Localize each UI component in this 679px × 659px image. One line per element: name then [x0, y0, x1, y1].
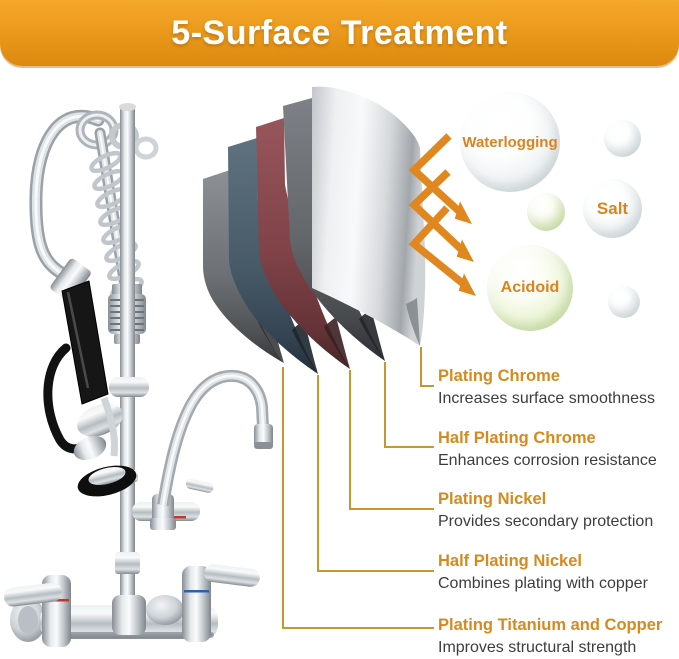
layer-plating-chrome	[312, 86, 426, 347]
page-title: 5-Surface Treatment	[171, 13, 508, 52]
layer-nickel-half-tip	[292, 320, 318, 374]
riser-pipe	[109, 103, 149, 611]
header-banner: 5-Surface Treatment	[0, 0, 679, 66]
arrow-1	[408, 133, 465, 217]
layer-chrome-half-tip	[359, 309, 385, 361]
bubble-waterlogging: Waterlogging	[460, 92, 560, 192]
spray-grip	[61, 280, 109, 405]
bubble-waterlogging-label: Waterlogging	[462, 133, 558, 151]
treatment-desc: Provides secondary protection	[438, 512, 654, 530]
bubble-acidoid: Acidoid	[487, 245, 573, 331]
leader-plating-titanium-copper	[282, 367, 434, 629]
bubble-small-bottom	[608, 286, 640, 318]
treatment-title: Half Plating Chrome	[438, 429, 596, 447]
leader-plating-chrome	[420, 347, 434, 387]
treatment-plating-titanium-copper: Plating Titanium and Copper Improves str…	[438, 616, 676, 657]
arrow-3	[408, 205, 469, 289]
treatment-desc: Increases surface smoothness	[438, 389, 655, 407]
treatment-title: Plating Chrome	[438, 367, 560, 385]
treatment-title: Plating Titanium and Copper	[438, 616, 663, 634]
leader-lines	[282, 347, 434, 629]
layer-nickel-tip	[324, 317, 350, 369]
treatment-desc: Improves structural strength	[438, 638, 637, 656]
wall-mount-base	[4, 564, 260, 647]
arrow-3-head	[458, 273, 476, 296]
arrow-2	[408, 169, 467, 255]
hot-valve-body	[182, 566, 211, 642]
arrow-2-head	[456, 239, 474, 262]
treatment-plating-chrome: Plating Chrome Increases surface smoothn…	[438, 367, 676, 408]
treatment-desc: Enhances corrosion resistance	[438, 451, 657, 469]
right-lever-handle	[204, 564, 260, 587]
treatment-half-plating-nickel: Half Plating Nickel Combines plating wit…	[438, 552, 676, 593]
leader-plating-nickel	[349, 370, 434, 510]
arrow-1-head	[454, 201, 472, 224]
treatment-title: Plating Nickel	[438, 490, 547, 508]
bubble-small-top	[604, 120, 641, 157]
spray-gun	[43, 258, 137, 497]
spray-hose	[29, 109, 105, 281]
bubble-small-green	[527, 193, 565, 231]
layer-chrome-tip	[406, 298, 420, 346]
surface-layers	[203, 86, 426, 374]
layer-half-plating-chrome	[283, 98, 385, 361]
leader-half-plating-nickel	[317, 375, 434, 572]
treatment-plating-nickel: Plating Nickel Provides secondary protec…	[438, 490, 676, 531]
treatment-half-plating-chrome: Half Plating Chrome Enhances corrosion r…	[438, 429, 676, 470]
treatment-title: Half Plating Nickel	[438, 552, 582, 570]
faucet-illustration	[4, 103, 273, 647]
left-lever-handle	[4, 582, 62, 607]
swing-spout	[132, 369, 273, 530]
bubble-salt: Salt	[583, 179, 642, 238]
bubble-salt-label: Salt	[596, 198, 629, 218]
layer-half-plating-nickel	[228, 138, 318, 374]
leader-half-plating-chrome	[384, 362, 434, 448]
layer-plating-nickel	[256, 118, 350, 369]
impact-arrows	[408, 133, 476, 296]
treatment-desc: Combines plating with copper	[438, 574, 648, 592]
bubble-acidoid-label: Acidoid	[500, 279, 560, 296]
layer-plating-titanium-copper	[203, 170, 284, 363]
